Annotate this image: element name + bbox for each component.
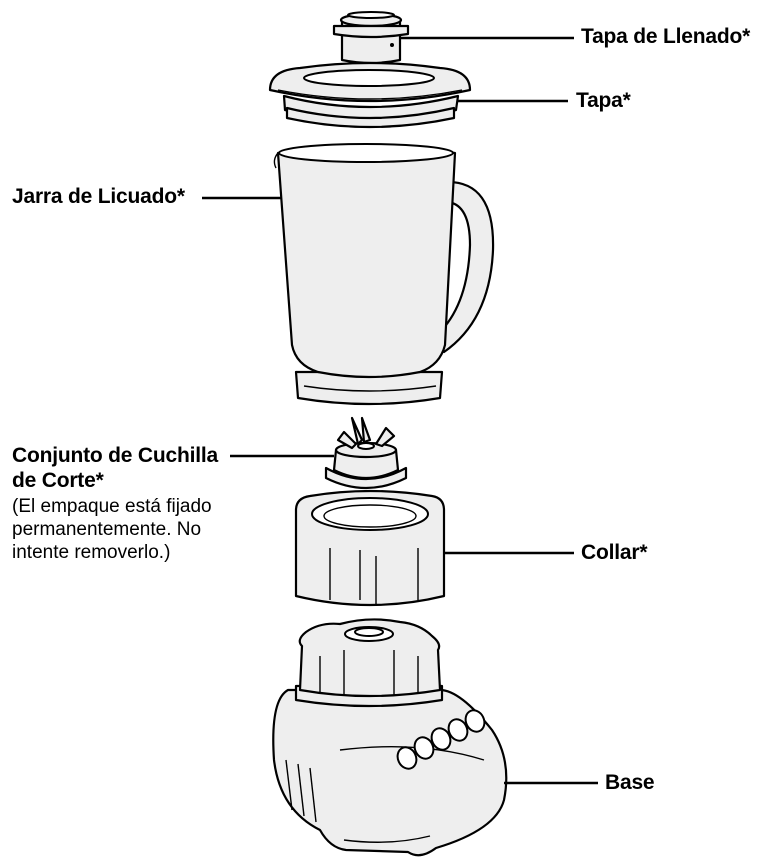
blade-note: (El empaque está fijado permanentemente.… bbox=[12, 495, 212, 564]
label-collar: Collar* bbox=[581, 541, 648, 564]
blade-note-line1: (El empaque está fijado bbox=[12, 496, 212, 517]
label-base: Base bbox=[605, 771, 655, 794]
label-fill-cap: Tapa de Llenado* bbox=[581, 25, 751, 48]
lid-part bbox=[268, 61, 472, 129]
blade-note-line2: permanentemente. No bbox=[12, 519, 202, 540]
blade-note-line3: intente removerlo.) bbox=[12, 542, 171, 563]
jar-part bbox=[273, 143, 495, 406]
base-part bbox=[272, 618, 508, 857]
label-blade-line2: de Corte* bbox=[12, 469, 104, 492]
blade-assembly-part bbox=[324, 416, 408, 490]
fill-cap-part bbox=[332, 11, 410, 65]
label-jar: Jarra de Licuado* bbox=[12, 185, 185, 208]
collar-part bbox=[294, 489, 446, 607]
label-lid: Tapa* bbox=[576, 89, 631, 112]
control-buttons bbox=[396, 709, 486, 770]
label-blade-line1: Conjunto de Cuchilla bbox=[12, 444, 218, 467]
